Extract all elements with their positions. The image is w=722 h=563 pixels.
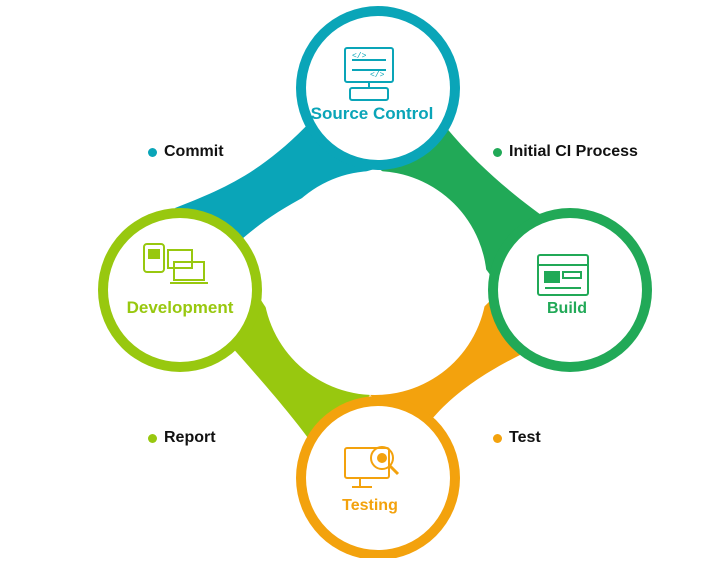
test-label: Test	[509, 429, 541, 446]
step-commit: Commit	[148, 143, 224, 161]
step-report: Report	[148, 429, 216, 447]
circle-build-inner	[498, 218, 642, 362]
initial-ci-dot	[493, 147, 502, 157]
test-dot	[493, 433, 502, 443]
build-title: Build	[547, 300, 587, 317]
step-test: Test	[493, 429, 541, 447]
report-label: Report	[164, 429, 216, 446]
bug-magnifier-icon	[344, 446, 400, 488]
circle-development-inner	[108, 218, 252, 362]
commit-label: Commit	[164, 143, 224, 160]
commit-dot	[148, 147, 157, 157]
svg-text:</>: </>	[352, 52, 367, 61]
center-void	[263, 171, 487, 395]
report-dot	[148, 433, 157, 443]
step-initial-ci: Initial CI Process	[493, 143, 638, 161]
source-control-title: Source Control	[310, 104, 434, 123]
browser-window-icon	[537, 254, 589, 296]
code-monitor-icon: </> </>	[344, 47, 394, 101]
svg-text:</>: </>	[370, 71, 385, 80]
devices-icon	[143, 243, 208, 284]
development-title: Development	[126, 298, 234, 317]
testing-title: Testing	[342, 497, 398, 514]
initial-ci-label: Initial CI Process	[509, 143, 638, 160]
